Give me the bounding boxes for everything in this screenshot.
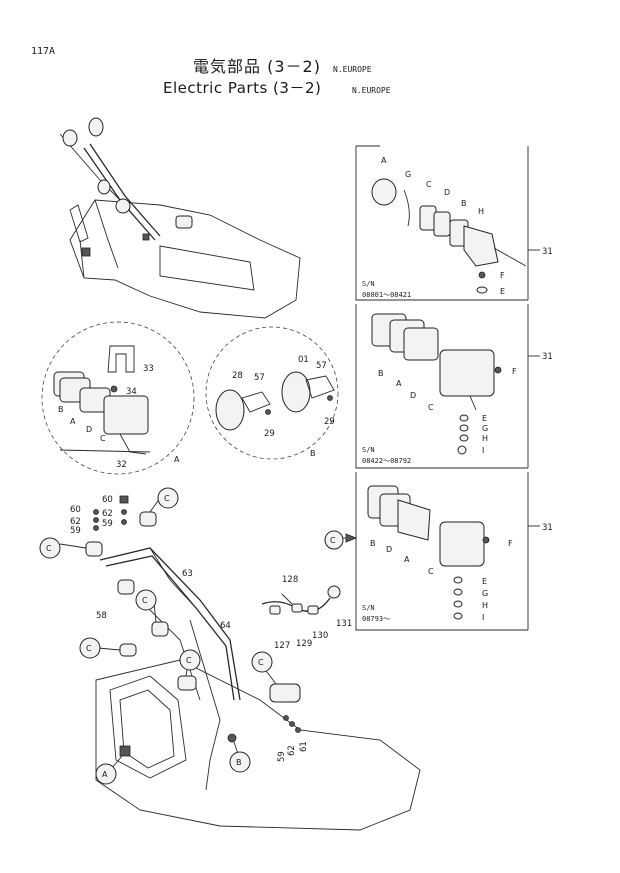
callout-128: 128 xyxy=(282,575,298,585)
detail-circle-a: 33 34 B A D C 32 A xyxy=(41,321,195,475)
letter-b-box2: B xyxy=(378,369,384,378)
letter-f-box1: F xyxy=(500,271,505,280)
callout-57-b1: 57 xyxy=(254,373,265,383)
serial-range-2: 08422～08792 xyxy=(362,457,411,465)
serial-label-1: S/N xyxy=(362,280,375,288)
marker-c-4: C xyxy=(86,644,92,653)
callout-31-box3: 31 xyxy=(542,523,553,533)
callout-63: 63 xyxy=(182,569,193,579)
callout-34: 34 xyxy=(126,387,137,397)
harness-assembly: 128 131 127 129 130 xyxy=(261,575,352,651)
callout-59-a: 59 xyxy=(102,519,113,529)
detail-label-a: A xyxy=(174,455,180,464)
callout-62-c: 62 xyxy=(287,745,297,756)
variant-box-2: 31 B A D C F E G H I S/N 08422～08792 xyxy=(355,304,553,469)
serial-label-2: S/N xyxy=(362,446,375,454)
letter-b-a: B xyxy=(58,405,64,414)
callout-59-c: 59 xyxy=(277,751,287,762)
callout-01: 01 xyxy=(298,355,309,365)
callout-60-b: 60 xyxy=(70,505,81,515)
letter-b-box1: B xyxy=(461,199,467,208)
title-english: Electric Parts (3－2) xyxy=(163,79,322,97)
callout-62-a: 62 xyxy=(102,509,113,519)
marker-c-1: C xyxy=(164,494,170,503)
letter-d-box2: D xyxy=(410,391,416,400)
callout-127: 127 xyxy=(274,641,290,651)
letter-c-box3: C xyxy=(428,567,434,576)
marker-c-3: C xyxy=(142,596,148,605)
letter-a-a: A xyxy=(70,417,76,426)
variant-box-1: A G C D B H 31 F E S/N 08001～08421 xyxy=(355,145,553,301)
machine-bottom-illustration xyxy=(95,547,421,831)
hardware-callouts: 60 60 62 62 59 59 63 58 64 59 62 61 xyxy=(70,495,309,762)
letter-c-box1: C xyxy=(426,180,432,189)
letter-h-box3: H xyxy=(482,601,488,610)
marker-c-5: C xyxy=(186,656,192,665)
letter-d-a: D xyxy=(86,425,92,434)
callout-61: 61 xyxy=(299,741,309,752)
letter-a-box3: A xyxy=(404,555,410,564)
marker-c-6: C xyxy=(258,658,264,667)
serial-range-3: 08793～ xyxy=(362,615,390,623)
marker-a: A xyxy=(102,770,108,779)
letter-g-box1: G xyxy=(405,170,411,179)
callout-31-box2: 31 xyxy=(542,352,553,362)
detail-label-b: B xyxy=(310,449,316,458)
callout-130: 130 xyxy=(312,631,328,641)
letter-c-box2: C xyxy=(428,403,434,412)
callout-33: 33 xyxy=(143,364,154,374)
region-label-en: N.EUROPE xyxy=(352,86,391,95)
letter-e-box2: E xyxy=(482,414,487,423)
letter-h-box2: H xyxy=(482,434,488,443)
callout-29-b2: 29 xyxy=(324,417,335,427)
letter-e-box1: E xyxy=(500,287,505,296)
letter-d-box3: D xyxy=(386,545,392,554)
letter-f-box3: F xyxy=(508,539,513,548)
callout-31-box1: 31 xyxy=(542,247,553,257)
title-japanese: 電気部品 (3－2) xyxy=(193,57,321,76)
variant-box-3: C 31 B D A C F E G H I S/N 08793～ xyxy=(324,472,553,631)
letter-b-box3: B xyxy=(370,539,376,548)
letter-h-box1: H xyxy=(478,207,484,216)
letter-a-box2: A xyxy=(396,379,402,388)
callout-129: 129 xyxy=(296,639,312,649)
callout-64: 64 xyxy=(220,621,231,631)
callout-59-b: 59 xyxy=(70,526,81,536)
callout-62-b: 62 xyxy=(70,517,81,527)
letter-i-box3: I xyxy=(482,613,484,622)
letter-i-box2: I xyxy=(482,446,484,455)
serial-range-1: 08001～08421 xyxy=(362,291,411,299)
serial-label-3: S/N xyxy=(362,604,375,612)
callout-29-b1: 29 xyxy=(264,429,275,439)
letter-g-box2: G xyxy=(482,424,488,433)
letter-e-box3: E xyxy=(482,577,487,586)
page-number: 117A xyxy=(31,46,56,57)
letter-c-a: C xyxy=(100,434,106,443)
marker-c-box3: C xyxy=(330,536,336,545)
callout-58: 58 xyxy=(96,611,107,621)
letter-f-box2: F xyxy=(512,367,517,376)
detail-circle-b: 28 57 29 01 57 29 B xyxy=(205,326,339,460)
machine-top-illustration xyxy=(59,117,301,319)
letter-d-box1: D xyxy=(444,188,450,197)
callout-131: 131 xyxy=(336,619,352,629)
callout-60-a: 60 xyxy=(102,495,113,505)
letter-g-box3: G xyxy=(482,589,488,598)
callout-57-b2: 57 xyxy=(316,361,327,371)
region-label-jp: N.EUROPE xyxy=(333,65,372,74)
callout-28: 28 xyxy=(232,371,243,381)
marker-b: B xyxy=(236,758,242,767)
circle-markers: C C C C C C A B xyxy=(39,487,273,785)
marker-c-2: C xyxy=(46,544,52,553)
callout-32: 32 xyxy=(116,460,127,470)
letter-a-box1: A xyxy=(381,156,387,165)
